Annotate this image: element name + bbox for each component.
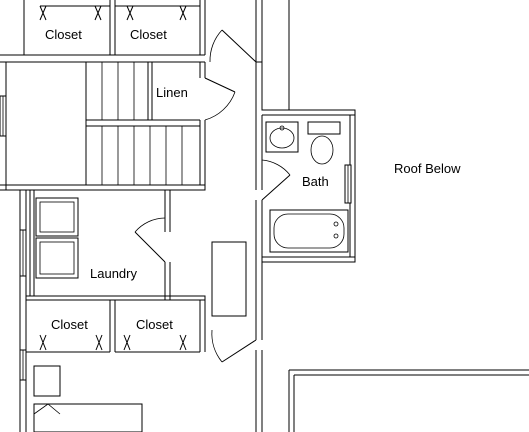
linen-label: Linen [156, 85, 188, 100]
bedroom-furniture [33, 365, 143, 432]
washer-dryer [29, 190, 79, 296]
closet-bottom-right-label: Closet [136, 317, 173, 332]
closet-top-right-label: Closet [130, 27, 167, 42]
laundry-label: Laundry [90, 266, 137, 281]
closet-top-left-label: Closet [45, 27, 82, 42]
swing-doors [134, 29, 291, 363]
closet-doors-bottom [26, 334, 200, 353]
closet-bottom-left-label: Closet [51, 317, 88, 332]
roof-below-label: Roof Below [394, 161, 461, 176]
closet-doors-top [39, 5, 200, 21]
bath-fixtures [265, 121, 349, 253]
staircase [5, 61, 200, 186]
hall-table [211, 241, 247, 317]
bath-label: Bath [302, 174, 329, 189]
